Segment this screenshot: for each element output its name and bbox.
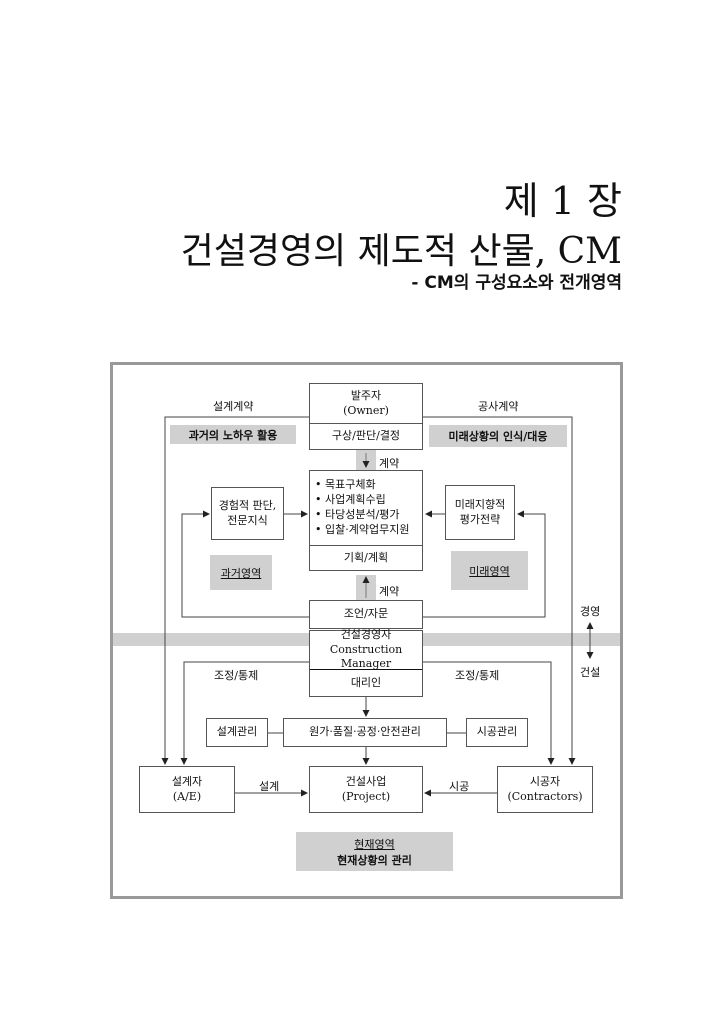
- cm-box: 건설경영자 Construction Manager: [309, 627, 423, 671]
- planning-item: • 입찰·계약업무지원: [315, 522, 410, 536]
- past-area-label: 과거영역: [210, 555, 272, 590]
- future-strategy-line: 미래지향적: [454, 497, 506, 511]
- owner-box: 발주자 (Owner): [309, 383, 423, 424]
- diagram-frame: [110, 362, 623, 899]
- contract-label-bottom: 계약: [379, 585, 400, 598]
- designer-name: 설계자: [171, 774, 203, 788]
- chapter-number: 제 1 장: [503, 179, 622, 223]
- owner-role: 구상/판단/결정: [309, 423, 423, 450]
- present-area-label: 현재영역: [354, 837, 395, 851]
- owner-name: 발주자: [350, 388, 382, 402]
- contractor-en: (Contractors): [507, 789, 583, 803]
- chapter-subtitle: - CM의 구성요소와 전개영역: [411, 273, 622, 293]
- planning-item: • 목표구체화: [315, 478, 376, 492]
- project-box: 건설사업 (Project): [309, 766, 423, 813]
- experience-box: 경험적 판단, 전문지식: [211, 487, 284, 540]
- present-area-box: 현재영역 현재상황의 관리: [296, 832, 453, 871]
- future-strategy-box: 미래지향적 평가전략: [445, 485, 515, 540]
- design-contract-label: 설계계약: [213, 400, 254, 413]
- build-arrow-label: 시공: [449, 780, 470, 793]
- owner-en: (Owner): [343, 403, 389, 417]
- cm-role: 대리인: [309, 670, 423, 697]
- core-mgmt-box: 원가·품질·공정·안전관리: [283, 718, 447, 747]
- past-knowhow-label: 과거의 노하우 활용: [170, 425, 296, 444]
- experience-line: 경험적 판단,: [218, 498, 277, 512]
- design-arrow-label: 설계: [259, 780, 280, 793]
- construction-mgmt-box: 시공관리: [466, 718, 528, 747]
- cm-name: 건설경영자: [340, 627, 392, 641]
- project-en: (Project): [341, 789, 391, 803]
- contract-label-top: 계약: [379, 457, 400, 470]
- control-left-label: 조정/통제: [214, 669, 259, 682]
- project-name: 건설사업: [345, 774, 387, 788]
- future-area-label: 미래영역: [451, 551, 528, 590]
- future-strategy-line: 평가전략: [459, 512, 501, 526]
- chapter-title: 건설경영의 제도적 산물, CM: [180, 231, 622, 272]
- present-mgmt-label: 현재상황의 관리: [337, 853, 412, 867]
- planning-item: • 타당성분석/평가: [315, 508, 400, 521]
- designer-box: 설계자 (A/E): [139, 766, 235, 813]
- experience-line: 전문지식: [227, 513, 268, 527]
- cm-en: Construction Manager: [329, 642, 403, 671]
- designer-en: (A/E): [172, 789, 202, 803]
- advice-box: 조언/자문: [309, 600, 423, 629]
- future-response-label: 미래상황의 인식/대응: [429, 425, 567, 447]
- contractor-box: 시공자 (Contractors): [497, 766, 593, 813]
- planning-item: • 사업계획수립: [315, 493, 386, 507]
- control-right-label: 조정/통제: [455, 669, 500, 682]
- management-label: 경영: [580, 605, 601, 618]
- planning-items-box: • 목표구체화 • 사업계획수립 • 타당성분석/평가 • 입찰·계약업무지원: [309, 470, 423, 546]
- construction-contract-label: 공사계약: [478, 400, 519, 413]
- contractor-name: 시공자: [529, 774, 561, 788]
- design-mgmt-box: 설계관리: [206, 718, 268, 747]
- construction-label: 건설: [580, 666, 601, 679]
- planning-label: 기획/계획: [309, 545, 423, 571]
